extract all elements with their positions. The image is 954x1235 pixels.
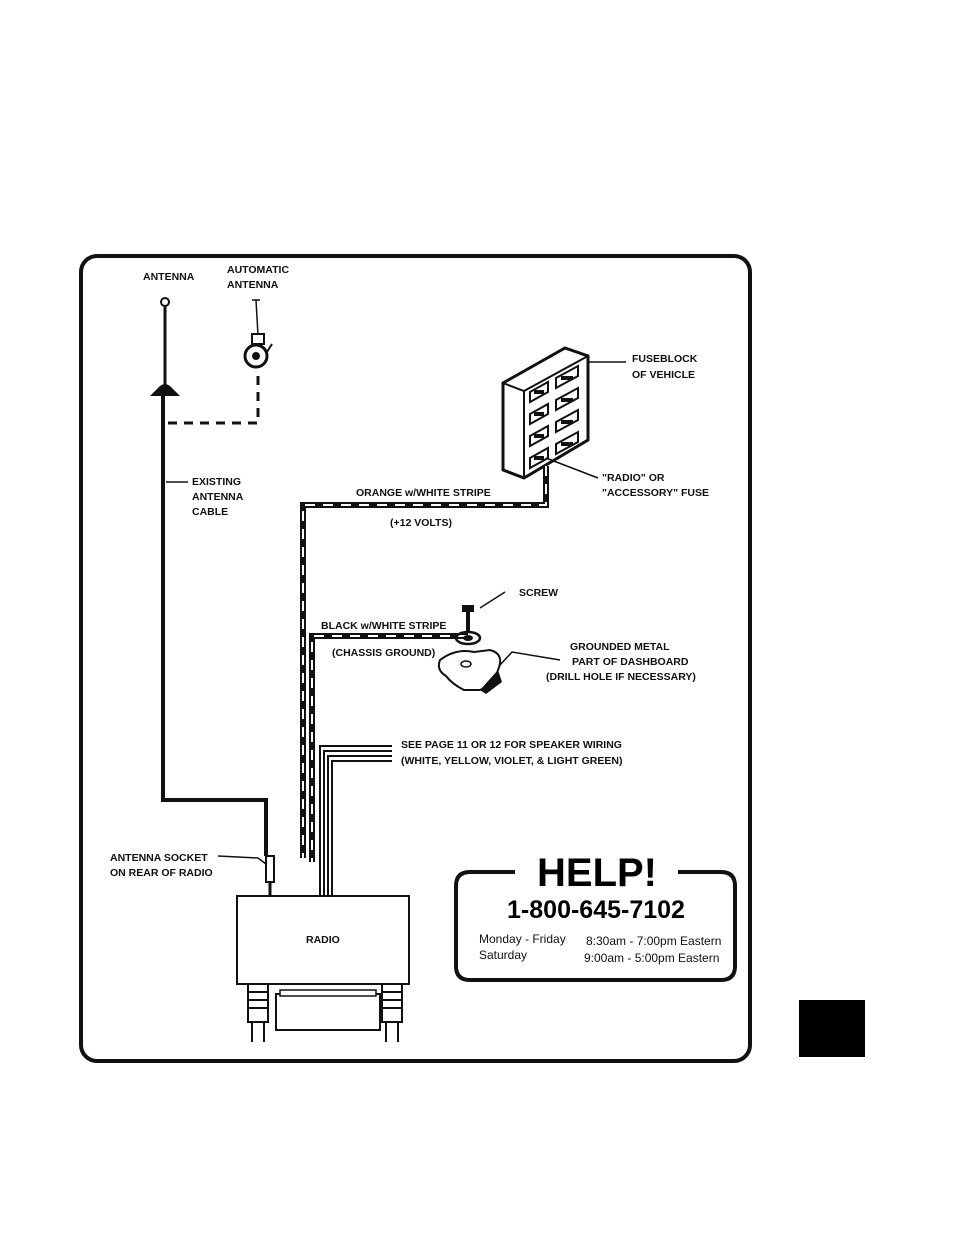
existing-cable-label-1: EXISTING	[192, 476, 241, 488]
dashboard-metal-icon	[437, 648, 502, 694]
antenna-cable	[161, 396, 268, 856]
fuseblock-icon	[501, 346, 590, 480]
automatic-antenna-label-2: ANTENNA	[227, 279, 279, 291]
radio-label: RADIO	[306, 934, 340, 946]
fuseblock-label-1: FUSEBLOCK	[632, 353, 698, 365]
automatic-antenna-label-1: AUTOMATIC	[227, 264, 289, 276]
speaker-wires	[319, 745, 392, 895]
help-title: HELP!	[537, 851, 657, 895]
radio-fuse-label-1: "RADIO" OR	[602, 472, 665, 484]
antenna-icon	[150, 297, 180, 396]
radio-fuse-label-2: "ACCESSORY" FUSE	[602, 487, 709, 499]
antenna-label: ANTENNA	[143, 271, 195, 283]
antenna-socket-label-2: ON REAR OF RADIO	[110, 867, 213, 879]
orange-wire-label: ORANGE w/WHITE STRIPE	[356, 487, 491, 499]
help-box: HELP! 1-800-645-7102 Monday - Friday 8:3…	[454, 851, 737, 982]
existing-cable-label-3: CABLE	[192, 506, 228, 518]
help-weekday-label: Monday - Friday	[479, 932, 566, 946]
diagram-frame	[79, 254, 752, 1063]
automatic-antenna-icon	[243, 299, 273, 369]
speaker-label-2: (WHITE, YELLOW, VIOLET, & LIGHT GREEN)	[401, 755, 622, 767]
antenna-socket-label-1: ANTENNA SOCKET	[110, 852, 208, 864]
screw-icon	[454, 605, 482, 646]
automatic-antenna-dashed-line	[168, 372, 260, 425]
black-wire-label: BLACK w/WHITE STRIPE	[321, 620, 446, 632]
help-weekday-hours: 8:30am - 7:00pm Eastern	[586, 934, 721, 948]
grounded-label-2: PART OF DASHBOARD	[572, 656, 689, 668]
screw-label: SCREW	[519, 587, 558, 599]
plus12-label: (+12 VOLTS)	[390, 517, 452, 529]
page-tab	[799, 1000, 865, 1057]
grounded-label-1: GROUNDED METAL	[570, 641, 670, 653]
radio-unit	[236, 855, 410, 1042]
chassis-ground-label: (CHASSIS GROUND)	[332, 647, 435, 659]
help-saturday-label: Saturday	[479, 948, 527, 962]
help-phone[interactable]: 1-800-645-7102	[507, 896, 685, 924]
fuseblock-label-2: OF VEHICLE	[632, 369, 695, 381]
grounded-label-3: (DRILL HOLE IF NECESSARY)	[546, 671, 696, 683]
help-saturday-hours: 9:00am - 5:00pm Eastern	[584, 951, 719, 965]
speaker-label-1: SEE PAGE 11 OR 12 FOR SPEAKER WIRING	[401, 739, 622, 751]
existing-cable-label-2: ANTENNA	[192, 491, 244, 503]
